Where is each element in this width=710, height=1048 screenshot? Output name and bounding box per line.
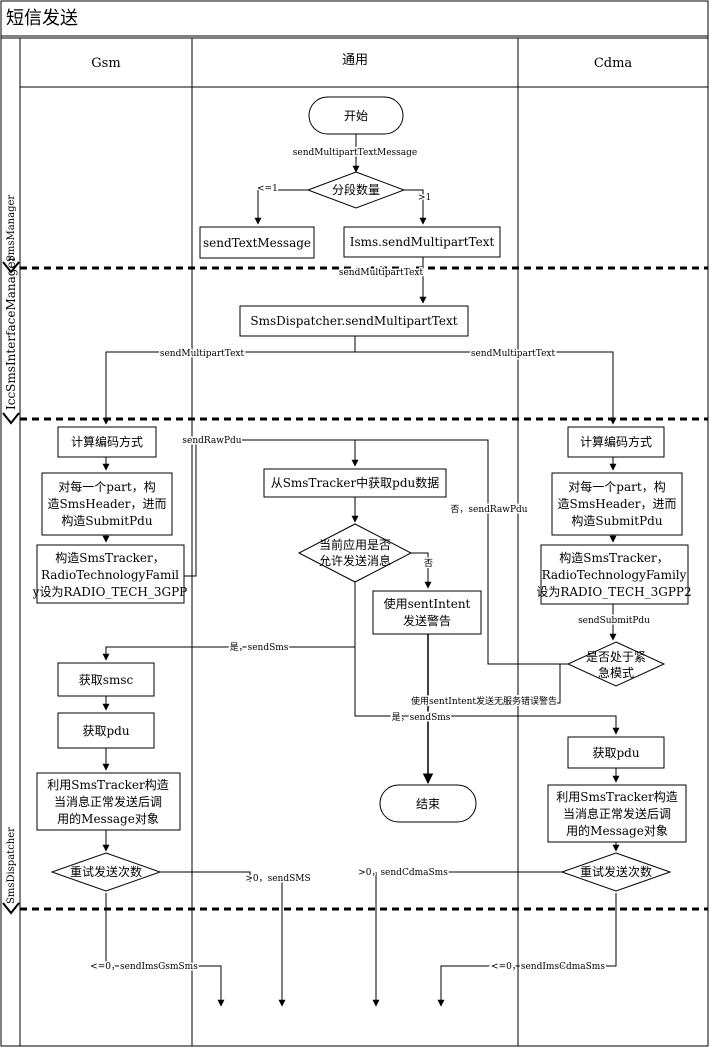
gsm-submit-pdu-line3: 构造SubmitPdu [61,513,152,528]
gsm-message-line3: 用的Message对象 [57,811,159,826]
edge-label-yes-send-sms-2: 是，sendSms [392,712,451,723]
phase-label-dispatcher: SmsDispatcher [6,827,17,904]
cdma-retry-decision [560,852,672,892]
lane-header-gsm: Gsm [91,56,120,71]
cdma-encode-box [567,426,665,458]
allow-send-line1: 当前应用是否 [319,537,391,552]
end-label: 结束 [416,797,440,811]
gsm-message-box [36,772,181,831]
emergency-line1: 是否处于紧 [586,650,646,664]
send-text-message-box [199,226,315,259]
get-pdu-data-label: 从SmsTracker中获取pdu数据 [271,475,440,490]
get-smsc-box [57,662,155,697]
cdma-message-line3: 用的Message对象 [566,823,668,838]
cdma-message-line1: 利用SmsTracker构造 [556,789,677,804]
sent-intent-warning-line1: 使用sentIntent [384,596,471,611]
gsm-submit-pdu-box [41,472,173,536]
cdma-submit-pdu-line1: 对每一个part，构 [568,479,665,494]
edge-label-le0-ims-cdma: <=0，sendImsCdmaSms [491,962,605,972]
edge-label-le1: <=1 [257,184,278,194]
edge-label-no: 否 [424,558,433,569]
edge-label-send-multipart-text-b: sendMultipartText [160,349,245,359]
edge-label-no-service-warning: 使用sentIntent发送无服务错误警告 [411,695,557,707]
start-node [308,96,404,135]
gsm-tracker-line1: 构造SmsTracker， [55,550,164,565]
cdma-encode-label: 计算编码方式 [580,434,652,449]
phase-label-icc: IccSmsInterfaceManager [4,255,18,410]
emergency-line2: 急模式 [598,665,634,680]
get-pdu-data-box [263,468,447,498]
shapes [36,96,689,892]
send-text-message-label: sendTextMessage [203,236,311,250]
cdma-submit-pdu-box [551,472,683,536]
edge-labels: sendMultipartTextMessage <=1 >1 sendMult… [89,147,652,974]
edge-label-send-multipart-text-c: sendMultipartText [471,349,556,359]
cdma-tracker-line2: RadioTechnologyFamily [542,568,687,582]
isms-box [343,226,501,258]
segments-decision [306,171,406,209]
sent-intent-warning-line2: 发送警告 [403,613,451,628]
cdma-tracker-box [540,544,689,605]
gsm-message-line2: 当消息正常发送后调 [54,794,162,809]
cdma-get-pdu-label: 获取pdu [592,746,639,760]
cdma-message-line2: 当消息正常发送后调 [563,806,671,821]
gsm-encode-label: 计算编码方式 [71,434,143,449]
lane-header-cdma: Cdma [594,56,633,71]
gsm-retry-decision [50,852,162,892]
end-node [379,784,477,823]
gsm-get-pdu-box [57,712,155,749]
cdma-tracker-line1: 构造SmsTracker， [559,550,668,565]
dispatcher-send-box [239,305,469,337]
cdma-tracker-line3: 设为RADIO_TECH_3GPP2 [536,585,691,599]
sent-intent-warning-box [372,590,482,635]
diagram-title: 短信发送 [6,8,78,29]
node-texts: 开始 分段数量 sendTextMessage Isms.sendMultipa… [32,109,692,879]
cdma-submit-pdu-line3: 构造SubmitPdu [571,513,662,528]
cdma-message-box [547,784,687,843]
gsm-encode-box [57,426,157,458]
allow-send-decision [297,523,413,583]
edge-label-no-send-raw-pdu: 否，sendRawPdu [450,504,527,515]
start-label: 开始 [344,109,368,123]
phase-label-sms-manager: SmsManager [6,195,17,262]
isms-label: Isms.sendMultipartText [350,235,495,249]
edge-label-send-raw-pdu: sendRawPdu [182,436,241,446]
cdma-get-pdu-box [567,736,665,769]
emergency-decision [566,641,666,687]
phase-chevrons [2,261,20,915]
gsm-get-pdu-label: 获取pdu [82,724,129,738]
edge-label-le0-ims-gsm: <=0，sendImsGsmSms [90,962,198,972]
edge-label-send-multipart-text-a: sendMultipartText [339,268,424,278]
phase-separators [20,266,708,911]
edge-label-gt0-send-sms: >0，sendSMS [245,874,310,884]
gsm-submit-pdu-line2: 造SmsHeader，进而 [48,497,167,511]
gsm-retry-label: 重试发送次数 [70,864,142,879]
gsm-submit-pdu-line1: 对每一个part，构 [58,479,155,494]
edge-label-gt1: >1 [418,193,431,203]
edge-label-gt0-send-cdma-sms: >0，sendCdmaSms [358,868,448,878]
connectors [102,134,620,1007]
get-smsc-label: 获取smsc [79,673,134,687]
edge-label-yes-send-sms-1: 是，sendSms [230,642,289,653]
gsm-tracker-line2: RadioTechnologyFamil [41,568,179,582]
dispatcher-send-label: SmsDispatcher.sendMultipartText [250,314,457,328]
allow-send-line2: 允许发送消息 [319,553,391,568]
cdma-submit-pdu-line2: 造SmsHeader，进而 [558,497,677,511]
segments-label: 分段数量 [332,182,380,197]
gsm-tracker-line3: y设为RADIO_TECH_3GPP [32,585,187,599]
cdma-retry-label: 重试发送次数 [580,864,652,879]
lane-header-common: 通用 [342,53,368,68]
edge-label-send-submit-pdu: sendSubmitPdu [578,616,650,626]
edge-label-send-multipart-text-message: sendMultipartTextMessage [293,148,418,158]
gsm-tracker-box [36,544,185,604]
gsm-message-line1: 利用SmsTracker构造 [47,777,168,792]
